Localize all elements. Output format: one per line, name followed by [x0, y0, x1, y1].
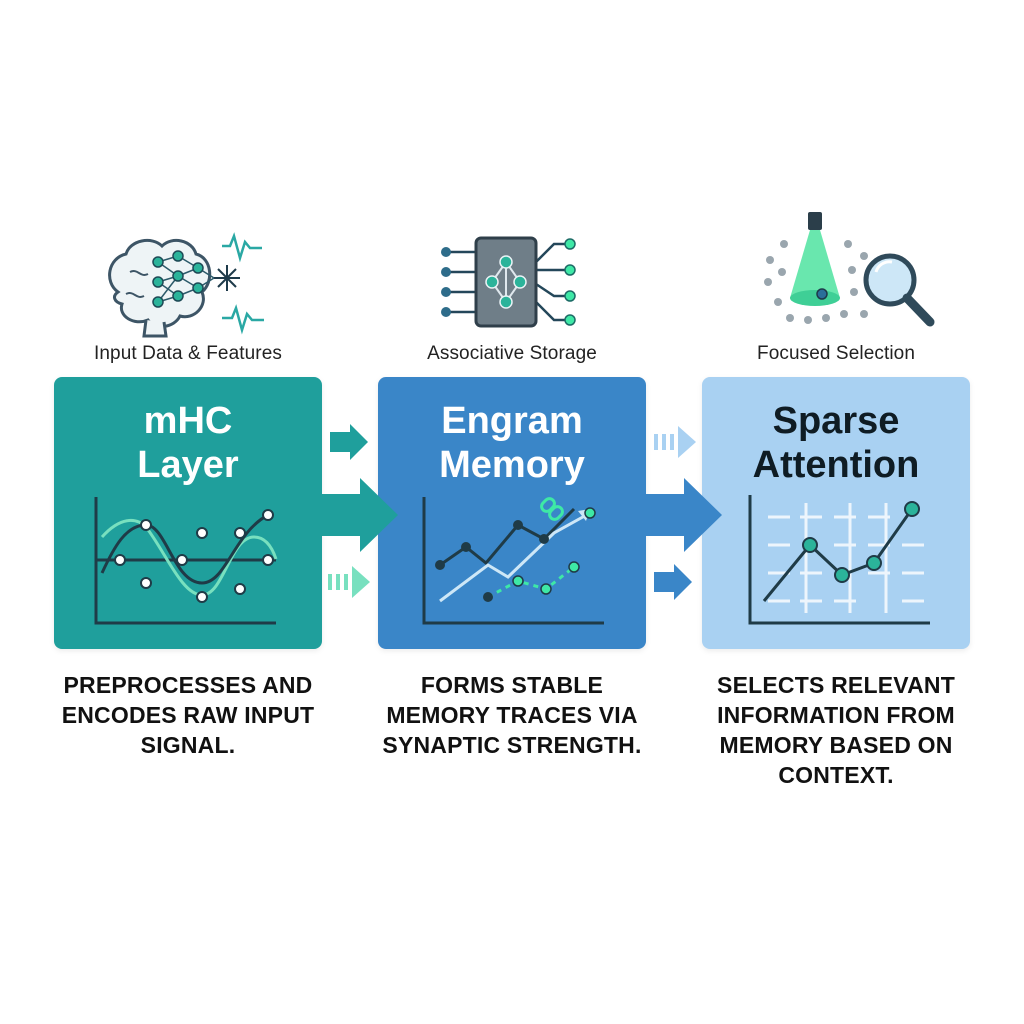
panel-sparse-attention: Sparse Attention [702, 377, 970, 649]
large-arrow-icon [322, 478, 398, 552]
stage-description: FORMS STABLE MEMORY TRACES VIA SYNAPTIC … [364, 670, 660, 760]
panel-title-line: Memory [439, 444, 585, 486]
small-arrow-icon [330, 424, 368, 460]
description-line: PREPROCESSES AND [63, 672, 313, 698]
panel-title: mHC Layer [54, 399, 322, 487]
memory-chip-icon [441, 236, 576, 328]
large-arrow-icon [646, 478, 722, 552]
small-arrow-icon [654, 564, 692, 600]
dashed-arrow-icon [328, 566, 370, 598]
memory-trace-plot-icon [422, 497, 604, 625]
panel-title-line: Attention [752, 444, 920, 486]
panel-title-line: Engram [441, 400, 583, 442]
panel-mhc-layer: mHC Layer [54, 377, 322, 649]
stage-description: SELECTS RELEVANT INFORMATION FROM MEMORY… [688, 670, 984, 790]
description-line: SIGNAL. [140, 732, 236, 758]
stage-caption: Focused Selection [756, 343, 915, 364]
waveform-plot-icon [94, 497, 278, 625]
description-line: FORMS STABLE [420, 672, 604, 698]
description-line: ENCODES RAW INPUT [61, 702, 315, 728]
stage-caption: Associative Storage [427, 343, 597, 364]
panel-title-line: Sparse [772, 400, 900, 442]
spotlight-magnifier-icon [764, 212, 935, 327]
stage-description: PREPROCESSES AND ENCODES RAW INPUT SIGNA… [40, 670, 336, 760]
panel-title: Engram Memory [378, 399, 646, 487]
panel-title-line: mHC [143, 400, 233, 442]
panel-engram-memory: Engram Memory [378, 377, 646, 649]
dashed-arrow-icon [654, 426, 696, 458]
panel-title: Sparse Attention [702, 399, 970, 487]
attention-plot-icon [748, 495, 930, 625]
brain-network-icon [108, 232, 264, 338]
description-line: MEMORY BASED ON [719, 732, 953, 758]
description-line: SELECTS RELEVANT [717, 672, 955, 698]
stage-caption: Input Data & Features [94, 343, 282, 364]
description-line: INFORMATION FROM [717, 702, 955, 728]
description-line: MEMORY TRACES VIA [386, 702, 638, 728]
description-line: SYNAPTIC STRENGTH. [382, 732, 642, 758]
panel-title-line: Layer [137, 444, 239, 486]
description-line: CONTEXT. [778, 762, 894, 788]
